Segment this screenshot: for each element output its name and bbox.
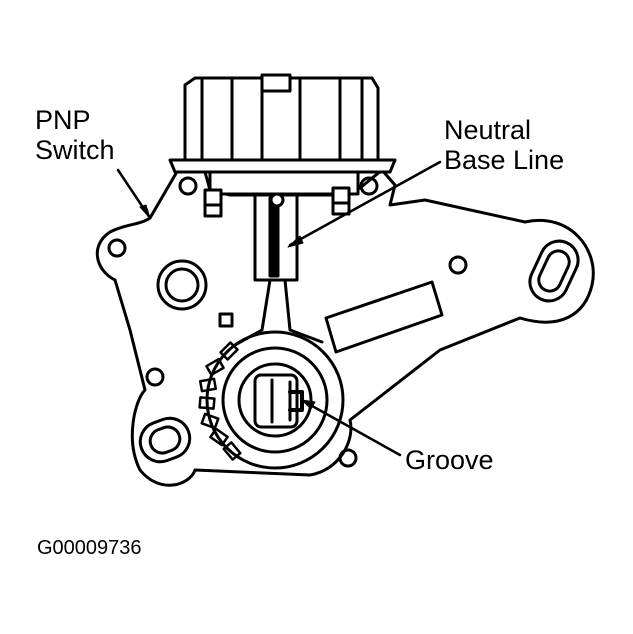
rotor-outer [205, 330, 345, 470]
slot-hole [528, 239, 580, 303]
shaft-flat [253, 373, 299, 429]
label-plate [324, 280, 444, 354]
slot-hole-left [138, 416, 192, 464]
boss-inner [164, 267, 200, 303]
pnp-switch-label: PNP Switch [35, 105, 115, 165]
shaft [237, 362, 313, 438]
mounting-hole [145, 367, 165, 387]
figure-code: G00009736 [37, 537, 142, 559]
pnp-label-line2: Switch [35, 135, 115, 165]
mounting-hole [178, 176, 198, 196]
groove-leader [303, 400, 402, 457]
rotor-teeth [198, 341, 242, 461]
neutral-label-line1: Neutral [444, 115, 532, 145]
pointer-arm [233, 278, 324, 347]
neutral-base-line-label: Neutral Base Line [444, 115, 564, 175]
groove-label: Groove [405, 445, 494, 475]
boss-outer [156, 259, 208, 311]
rotor-ring [221, 346, 329, 454]
groove-mark [288, 390, 304, 412]
neutral-leader [288, 160, 442, 247]
pnp-label-line1: PNP [35, 105, 91, 135]
neutral-label-line2: Base Line [444, 145, 565, 175]
mounting-hole [359, 176, 379, 196]
switch-body [95, 168, 595, 487]
mounting-hole [107, 238, 127, 258]
mounting-hole [448, 255, 468, 275]
mounting-hole [338, 448, 358, 468]
